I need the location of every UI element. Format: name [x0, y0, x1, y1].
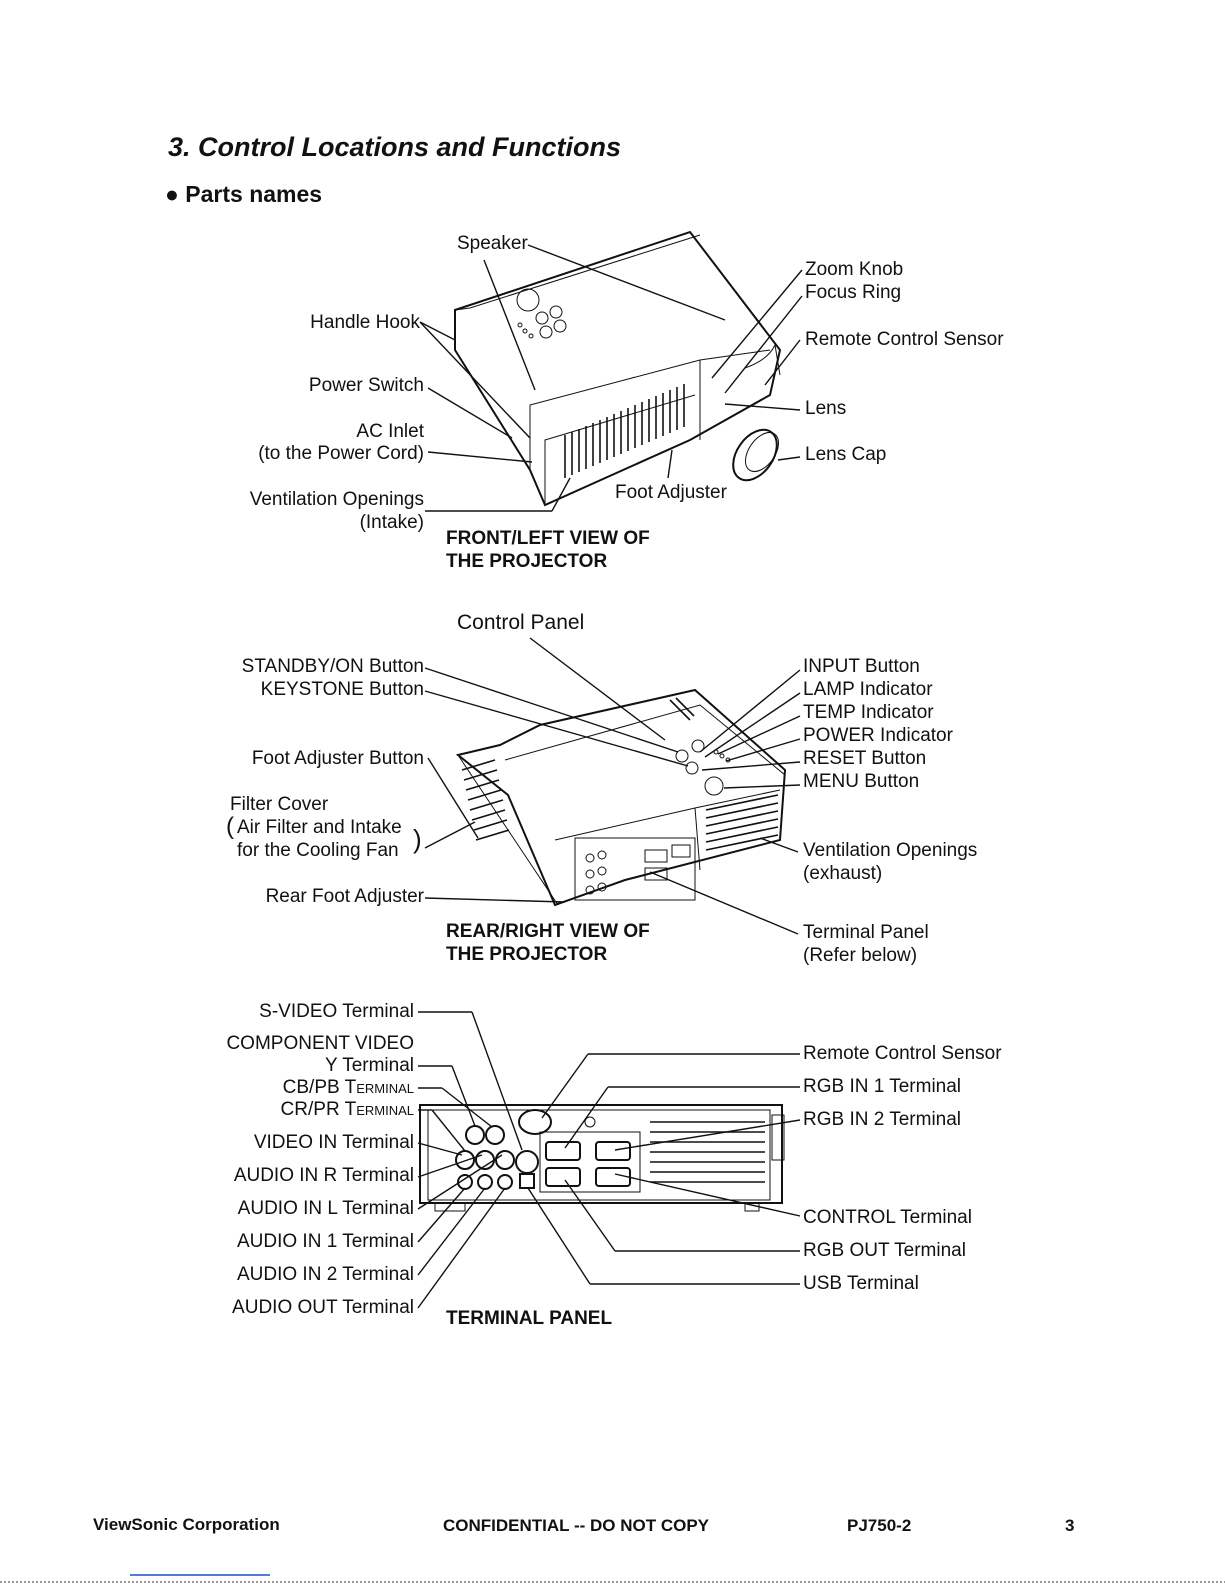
label-filter-cover: Filter Cover: [230, 794, 329, 815]
terminal-panel-drawing: [419, 1104, 785, 1212]
caption-front-2: THE PROJECTOR: [446, 551, 608, 572]
rear-projector-drawing: [455, 688, 787, 907]
section-title: 3. Control Locations and Functions: [168, 132, 622, 162]
label-component-video: COMPONENT VIDEO: [226, 1033, 414, 1054]
label-zoom-knob: Zoom Knob: [805, 259, 904, 280]
label-vent-intake-note: (Intake): [359, 512, 424, 533]
footer-confidential: CONFIDENTIAL -- DO NOT COPY: [443, 1516, 710, 1535]
rear-leader-lines: [424, 637, 801, 935]
label-svideo: S-VIDEO Terminal: [259, 1001, 414, 1022]
label-rgb-out: RGB OUT Terminal: [803, 1240, 966, 1261]
label-remote-sensor-front: Remote Control Sensor: [805, 329, 1004, 350]
label-input-button: INPUT Button: [803, 656, 920, 677]
label-ac-inlet-note: (to the Power Cord): [258, 443, 424, 464]
label-handle-hook: Handle Hook: [310, 312, 420, 333]
label-terminal-panel: Terminal Panel: [803, 922, 929, 943]
label-audio-in-l: AUDIO IN L Terminal: [237, 1198, 414, 1219]
caption-front-1: FRONT/LEFT VIEW OF: [446, 528, 650, 549]
label-speaker: Speaker: [457, 233, 528, 254]
label-cr-pr: CR/PR Terminal: [280, 1099, 414, 1120]
label-vent-intake: Ventilation Openings: [249, 489, 424, 510]
label-cb-pb: CB/PB Terminal: [282, 1077, 414, 1098]
label-rgb-in2: RGB IN 2 Terminal: [803, 1109, 962, 1130]
terminal-leader-lines: [417, 1011, 801, 1309]
label-lens: Lens: [805, 398, 847, 419]
label-remote-sensor-panel: Remote Control Sensor: [803, 1043, 1002, 1064]
label-control-terminal: CONTROL Terminal: [803, 1207, 972, 1228]
caption-rear-2: THE PROJECTOR: [446, 944, 608, 965]
label-menu-button: MENU Button: [803, 771, 920, 792]
label-temp-indicator: TEMP Indicator: [803, 702, 934, 723]
label-rear-foot: Rear Foot Adjuster: [265, 886, 424, 907]
label-rgb-in1: RGB IN 1 Terminal: [803, 1076, 962, 1097]
label-ac-inlet: AC Inlet: [356, 421, 424, 442]
bracket-left-top: (: [226, 813, 234, 840]
label-terminal-panel-note: (Refer below): [803, 945, 918, 966]
front-projector-drawing: [454, 230, 782, 507]
label-keystone: KEYSTONE Button: [260, 679, 424, 700]
section-subtitle: ● Parts names: [165, 181, 323, 207]
label-control-panel: Control Panel: [457, 611, 585, 634]
label-audio-in-1: AUDIO IN 1 Terminal: [236, 1231, 414, 1252]
bracket-right: ): [413, 824, 422, 854]
label-standby: STANDBY/ON Button: [241, 656, 424, 677]
caption-rear-1: REAR/RIGHT VIEW OF: [446, 921, 650, 942]
footer-page-number: 3: [1065, 1516, 1075, 1535]
label-foot-adj-button: Foot Adjuster Button: [251, 748, 424, 769]
label-power-indicator: POWER Indicator: [803, 725, 953, 746]
label-vent-exhaust-note: (exhaust): [803, 863, 883, 884]
label-usb: USB Terminal: [803, 1273, 919, 1294]
label-foot-adjuster: Foot Adjuster: [615, 482, 727, 503]
front-leader-lines: [419, 244, 803, 512]
label-focus-ring: Focus Ring: [805, 282, 902, 303]
label-cooling-fan: for the Cooling Fan: [237, 840, 399, 861]
footer-model: PJ750-2: [847, 1516, 912, 1535]
label-reset-button: RESET Button: [803, 748, 927, 769]
footer-company: ViewSonic Corporation: [93, 1515, 280, 1534]
label-vent-exhaust: Ventilation Openings: [803, 840, 978, 861]
label-power-switch: Power Switch: [308, 375, 424, 396]
label-audio-out: AUDIO OUT Terminal: [232, 1297, 414, 1318]
label-y-terminal: Y Terminal: [324, 1055, 414, 1076]
caption-terminal-panel: TERMINAL PANEL: [446, 1308, 613, 1329]
label-air-filter: Air Filter and Intake: [237, 817, 402, 838]
label-audio-in-2: AUDIO IN 2 Terminal: [236, 1264, 414, 1285]
label-video-in: VIDEO IN Terminal: [253, 1132, 414, 1153]
label-lamp-indicator: LAMP Indicator: [803, 679, 933, 700]
label-lens-cap: Lens Cap: [805, 444, 887, 465]
bullet-icon: ●: [165, 181, 179, 207]
label-audio-in-r: AUDIO IN R Terminal: [233, 1165, 414, 1186]
